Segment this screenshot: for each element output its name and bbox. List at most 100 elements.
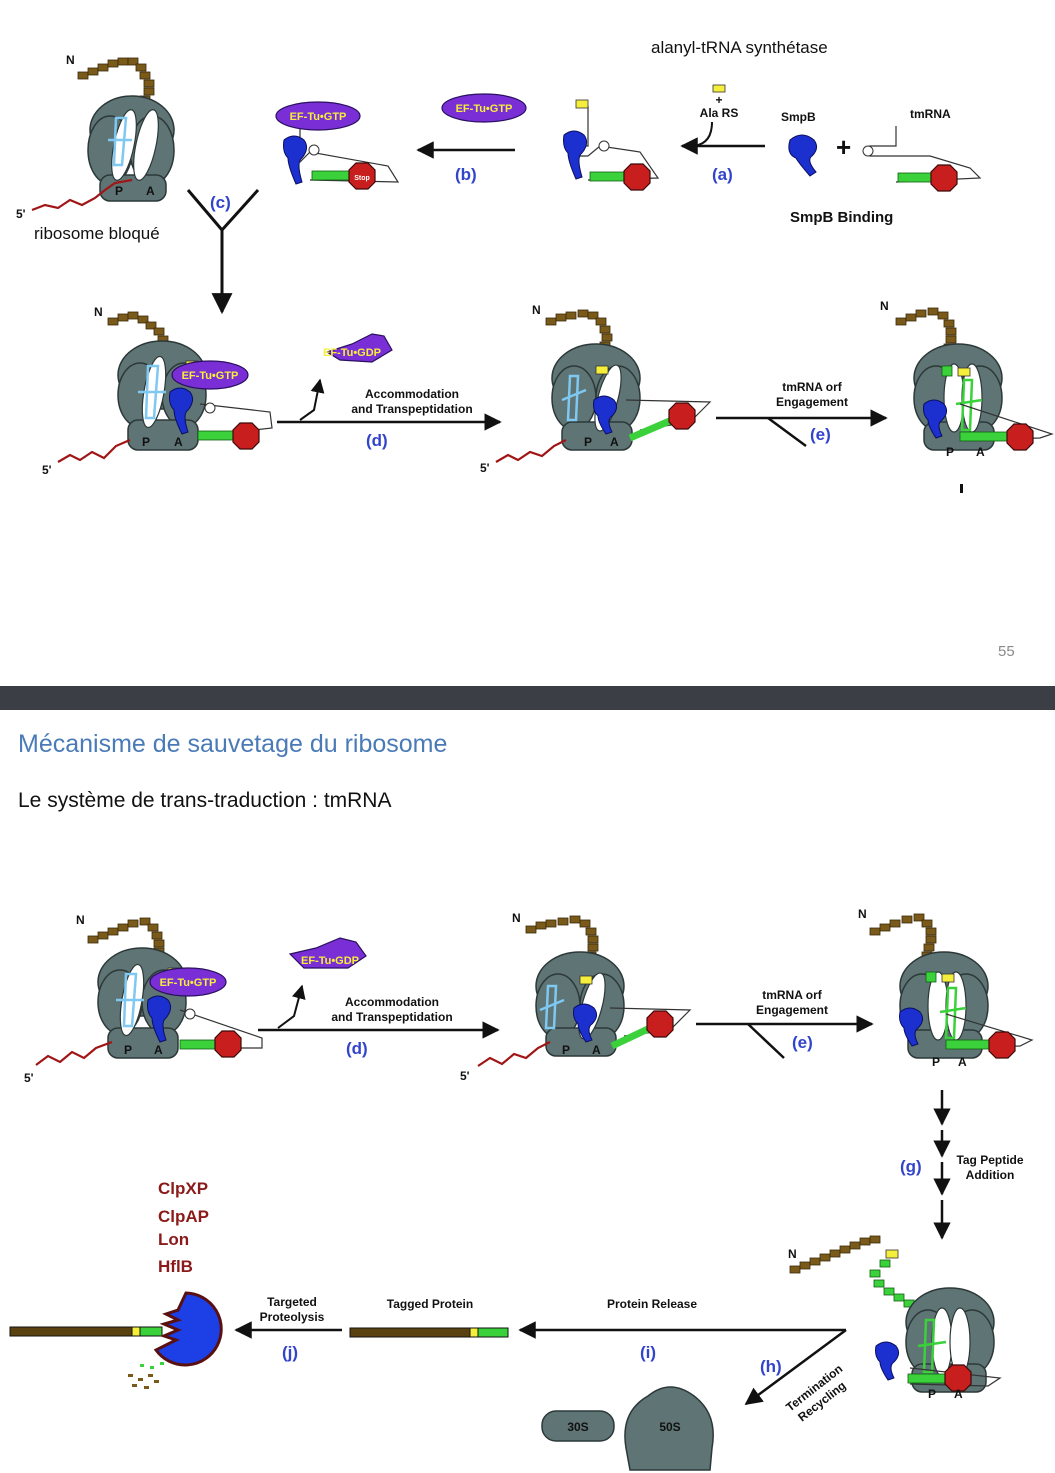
step-j-label: (j) (282, 1343, 298, 1362)
svg-text:N: N (76, 913, 85, 927)
step-a-label: (a) (712, 165, 733, 184)
smpb-protein (788, 134, 818, 177)
svg-text:EF-Tu•GDP: EF-Tu•GDP (301, 955, 359, 967)
subunit-50s (624, 1386, 714, 1471)
alanine (712, 84, 726, 93)
ef-tu-gdp-released (325, 333, 393, 363)
arrow-h (744, 1328, 847, 1406)
svg-text:and Transpeptidation: and Transpeptidation (351, 402, 472, 416)
svg-text:P: P (124, 1043, 132, 1057)
svg-text:tmRNA: tmRNA (910, 107, 951, 121)
svg-text:5': 5' (480, 461, 490, 475)
svg-text:EF-Tu•GDP: EF-Tu•GDP (323, 347, 381, 359)
svg-text:P: P (584, 435, 592, 449)
trans-translation-diagram-bottom: N EF-Tu•GTP P A 5' EF-Tu•GDP Accommodati… (9, 907, 1034, 1471)
svg-text:Addition: Addition (966, 1168, 1015, 1182)
ribosome-ef-tu-bound-2: N EF-Tu•GTP P A 5' (24, 913, 263, 1085)
svg-text:Tag Peptide: Tag Peptide (956, 1153, 1023, 1167)
svg-text:Accommodation: Accommodation (345, 995, 439, 1009)
svg-text:P: P (946, 445, 954, 459)
svg-text:Stop: Stop (354, 175, 370, 182)
ribosome-stalled-1: N P A 5' (16, 53, 175, 221)
svg-text:N: N (94, 305, 103, 319)
slide-subtitle: Le système de trans-traduction : tmRNA (18, 789, 392, 812)
svg-text:A: A (592, 1043, 601, 1057)
svg-text:SmpB Binding: SmpB Binding (790, 209, 893, 226)
slide-title: Mécanisme de sauvetage du ribosome (18, 730, 448, 758)
svg-text:Tagged Protein: Tagged Protein (387, 1297, 473, 1311)
slide-56: Mécanisme de sauvetage du ribosome Le sy… (0, 710, 1055, 1473)
tagged-protein (349, 1327, 509, 1338)
step-h-label: (h) (760, 1357, 782, 1376)
svg-text:Protein Release: Protein Release (607, 1297, 697, 1311)
slide-divider (0, 686, 1055, 710)
svg-text:50S: 50S (659, 1420, 680, 1434)
ef-tu-gtp-free (441, 93, 527, 123)
svg-text:Accommodation: Accommodation (365, 387, 459, 401)
step-b-label: (b) (455, 165, 477, 184)
svg-text:Engagement: Engagement (756, 1003, 828, 1017)
svg-text:EF-Tu•GTP: EF-Tu•GTP (290, 111, 347, 123)
svg-text:N: N (880, 299, 889, 313)
protease-clpap: ClpAP (158, 1207, 209, 1226)
svg-text:A: A (610, 435, 619, 449)
svg-text:A: A (154, 1043, 163, 1057)
svg-text:5': 5' (24, 1071, 34, 1085)
svg-text:N: N (858, 907, 867, 921)
step-e-label: (e) (810, 425, 831, 444)
svg-text:P: P (932, 1055, 940, 1069)
blocked-ribosome-annotation: ribosome bloqué (34, 224, 160, 243)
step-d-label-2: (d) (346, 1039, 368, 1058)
svg-text:A: A (146, 184, 155, 198)
step-e-label-2: (e) (792, 1033, 813, 1052)
svg-text:P: P (142, 435, 150, 449)
svg-text:A: A (976, 445, 985, 459)
ribosome-engaged: N P A (880, 299, 1054, 459)
svg-text:A: A (954, 1387, 963, 1401)
cropped-arrow-mark (960, 484, 963, 493)
protease-pacman (153, 1291, 223, 1367)
svg-text:Engagement: Engagement (776, 395, 848, 409)
svg-text:tmRNA orf: tmRNA orf (762, 988, 823, 1002)
svg-text:P: P (562, 1043, 570, 1057)
protease-hflb: HflB (158, 1257, 193, 1276)
protease-degrading-protein (9, 1291, 223, 1389)
svg-text:5': 5' (16, 207, 26, 221)
ribosome-tagged: N P A (788, 1235, 1002, 1401)
trans-translation-diagram-top: N P A 5' EF-Tu•GTP Stop EF-Tu•GTP (b) (16, 53, 1054, 493)
ef-tu-gdp-released-2 (288, 937, 367, 969)
svg-text:30S: 30S (567, 1420, 588, 1434)
svg-text:N: N (512, 911, 521, 925)
svg-text:5': 5' (460, 1069, 470, 1083)
step-c-label: (c) (210, 193, 231, 212)
svg-text:+: + (836, 132, 851, 162)
svg-text:SmpB: SmpB (781, 110, 816, 124)
svg-text:N: N (788, 1247, 797, 1261)
synthetase-annotation: alanyl-tRNA synthétase (651, 38, 828, 57)
ribosome-accommodated-2: N P A 5' (460, 911, 692, 1083)
n-terminus-label: N (66, 53, 75, 67)
slide-55: N P A 5' EF-Tu•GTP Stop EF-Tu•GTP (b) (0, 0, 1055, 686)
step-c-junction (186, 188, 260, 315)
svg-text:P: P (928, 1387, 936, 1401)
subunit-30s (541, 1410, 615, 1442)
protease-lon: Lon (158, 1230, 189, 1249)
svg-text:P: P (115, 184, 123, 198)
ribosome-accommodated: N P A 5' (480, 303, 712, 475)
tmrna-molecule (862, 126, 982, 192)
step-i-label: (i) (640, 1343, 656, 1362)
svg-text:A: A (174, 435, 183, 449)
page-number: 55 (998, 643, 1015, 660)
svg-text:EF-Tu•GTP: EF-Tu•GTP (160, 977, 217, 989)
svg-text:+: + (715, 93, 722, 107)
ribosome-engaged-2: N P A (858, 907, 1034, 1069)
ribosome-ef-tu-bound: N EF-Tu•GTP P A 5' (42, 305, 273, 477)
svg-text:Targeted: Targeted (267, 1295, 317, 1309)
svg-text:A: A (958, 1055, 967, 1069)
charged-tmrna-smpb (563, 99, 660, 191)
step-g-label: (g) (900, 1157, 922, 1176)
svg-text:Proteolysis: Proteolysis (260, 1310, 325, 1324)
step-d-label: (d) (366, 431, 388, 450)
svg-text:N: N (532, 303, 541, 317)
svg-text:EF-Tu•GTP: EF-Tu•GTP (456, 103, 513, 115)
